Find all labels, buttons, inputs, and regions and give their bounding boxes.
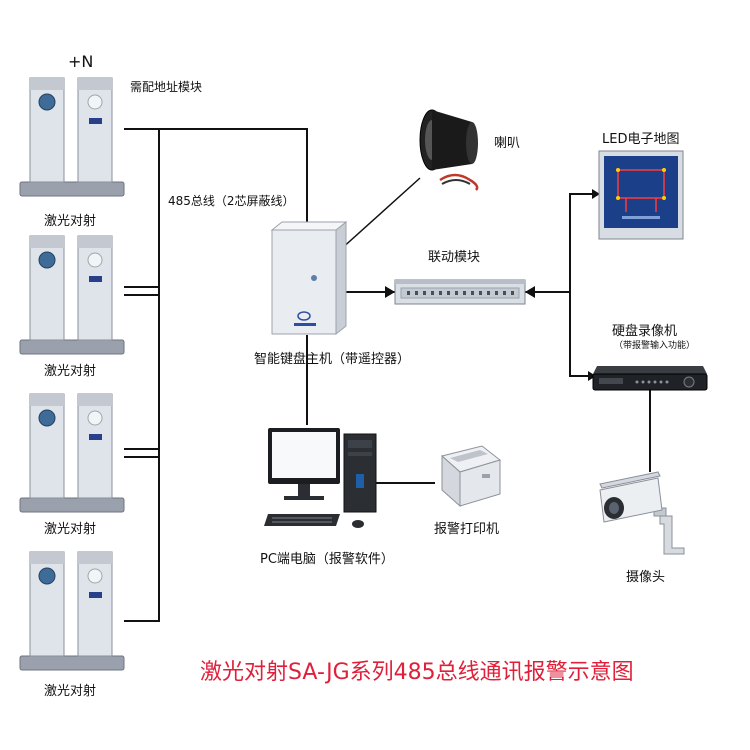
bus-top-wire	[124, 128, 308, 130]
laser-label-4: 激光对射	[44, 684, 97, 699]
diagram-caption: 激光对射SA-JG系列485总线通讯报警示意图	[200, 660, 634, 685]
laser-label-3: 激光对射	[44, 522, 97, 537]
camera-icon	[599, 471, 685, 555]
host-cabinet	[270, 220, 348, 336]
pc-to-printer-wire	[375, 482, 435, 484]
led-map-label: LED电子地图	[602, 132, 680, 147]
dvr-note-label: （带报警输入功能）	[614, 341, 696, 351]
host-to-linkage-wire	[345, 291, 395, 293]
host-to-pc-wire	[306, 335, 308, 425]
laser-pair-2	[19, 235, 125, 355]
bus-label: 485总线（2芯屏蔽线）	[168, 194, 295, 208]
laser-pair-1	[19, 77, 125, 197]
to-dvr-wire	[569, 375, 594, 377]
linkage-to-right-wire	[525, 291, 571, 293]
host-label: 智能键盘主机（带遥控器）	[254, 352, 411, 367]
pc-label: PC端电脑（报警软件）	[260, 552, 394, 567]
address-module-label: 需配地址模块	[130, 80, 203, 94]
laser-pair-4	[19, 551, 125, 671]
printer-label: 报警打印机	[434, 522, 500, 537]
bus-branch-2b	[124, 456, 160, 458]
speaker-icon	[419, 109, 479, 191]
printer-icon	[440, 445, 502, 508]
right-trunk-wire	[569, 193, 571, 377]
dvr-box	[592, 366, 708, 391]
linkage-module	[394, 279, 526, 305]
bus-branch-3	[124, 620, 160, 622]
bus-branch-1	[124, 286, 160, 288]
bus-trunk-wire	[158, 128, 160, 622]
laser-label-1: 激光对射	[44, 214, 97, 229]
bus-branch-2	[124, 448, 160, 450]
bus-branch-1b	[124, 294, 160, 296]
laser-label-2: 激光对射	[44, 364, 97, 379]
linkage-label: 联动模块	[428, 250, 481, 265]
laser-pair-3	[19, 393, 125, 513]
pc-computer	[264, 428, 377, 528]
led-map-screen	[598, 150, 684, 240]
speaker-label: 喇叭	[494, 136, 521, 151]
dvr-to-camera-wire	[649, 388, 651, 472]
camera-label: 摄像头	[626, 570, 666, 585]
dvr-label: 硬盘录像机	[612, 324, 678, 339]
top-mark: +N	[68, 52, 94, 71]
bus-to-host-wire	[306, 128, 308, 222]
to-led-wire	[569, 193, 599, 195]
